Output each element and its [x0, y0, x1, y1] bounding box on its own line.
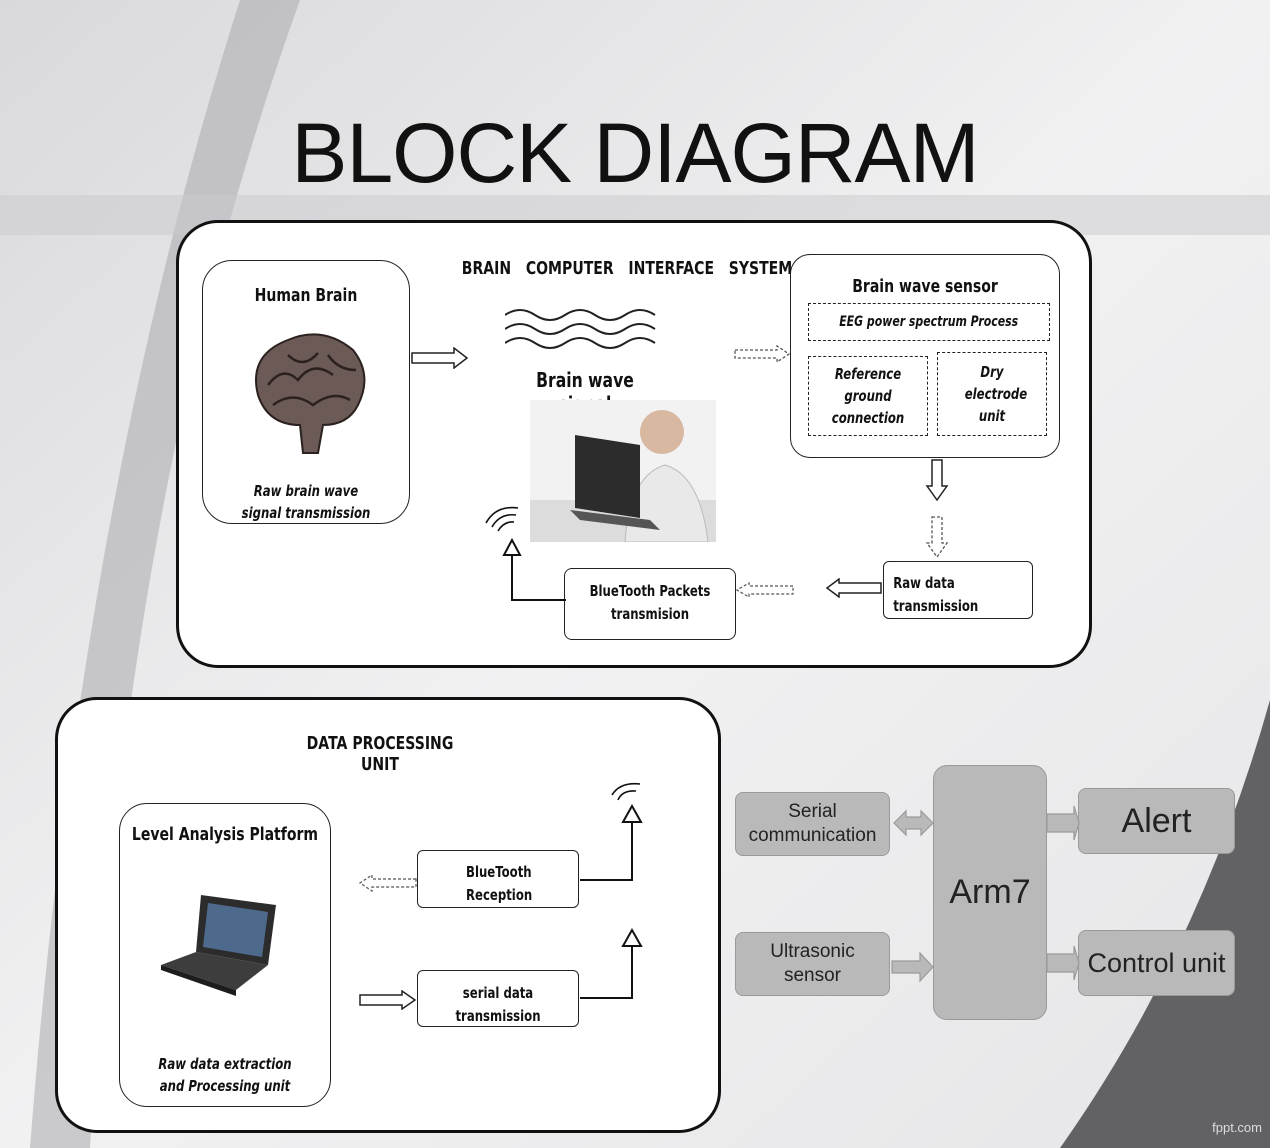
arrow-bt-to-platform: [358, 874, 417, 892]
watermark: fppt.com: [1212, 1120, 1262, 1135]
reference-ground-box: Reference ground connection: [808, 356, 928, 436]
alert-label: Alert: [1121, 801, 1192, 840]
arrow-raw-to-bt: [825, 578, 882, 598]
dpu-antenna-icon: [580, 782, 643, 999]
eeg-process-box: EEG power spectrum Process: [808, 303, 1050, 341]
wave-signal-icon: [505, 309, 656, 349]
brain-icon: [255, 333, 366, 454]
level-analysis-title: Level Analysis Platform: [131, 824, 319, 845]
serial-communication-label: Serial communication: [748, 801, 877, 846]
ultrasonic-sensor-label: Ultrasonic sensor: [770, 941, 855, 986]
arrow-sensor-down: [925, 459, 949, 502]
serial-communication-box: Serial communication: [735, 792, 890, 856]
arrow-down-dashed: [925, 516, 949, 559]
laptop-icon: [161, 895, 276, 996]
bluetooth-packets-box: [564, 568, 736, 640]
level-analysis-caption: Raw data extraction and Processing unit: [158, 1055, 292, 1095]
arrow-platform-to-serial: [359, 990, 417, 1010]
person-laptop-image: [530, 400, 716, 542]
page-title: BLOCK DIAGRAM: [291, 106, 979, 200]
bci-antenna-icon: [485, 506, 566, 601]
arm7-label: Arm7: [949, 873, 1031, 911]
bt-reception-box: [417, 850, 579, 908]
arrow-dashed-left: [735, 582, 794, 598]
eeg-process-label: EEG power spectrum Process: [839, 314, 1019, 330]
serial-data-label: serial data transmission: [455, 984, 541, 1025]
control-unit-label: Control unit: [1087, 947, 1226, 978]
raw-data-label: Raw data transmission: [893, 574, 979, 615]
arm7-box: Arm7: [933, 765, 1047, 1020]
human-brain-title: Human Brain: [254, 285, 358, 306]
human-brain-caption: Raw brain wave signal transmission: [241, 482, 371, 522]
sensor-title: Brain wave sensor: [852, 276, 998, 297]
raw-data-box: [883, 561, 1033, 619]
arrow-brain-to-signal: [411, 347, 469, 369]
bt-reception-label: BlueTooth Reception: [466, 863, 533, 904]
bci-heading: BRAIN COMPUTER INTERFACE SYSTEM: [461, 258, 793, 279]
reference-ground-label: Reference ground connection: [831, 365, 905, 427]
ultrasonic-sensor-box: Ultrasonic sensor: [735, 932, 890, 996]
bluetooth-packets-label: BlueTooth Packets transmision: [589, 582, 711, 623]
control-unit-box: Control unit: [1078, 930, 1235, 996]
arm7-connector-arrows: [891, 805, 1080, 983]
dry-electrode-box: Dry electrode unit: [937, 352, 1047, 436]
dry-electrode-label: Dry electrode unit: [964, 363, 1028, 425]
serial-data-box: [417, 970, 579, 1027]
arrow-signal-to-sensor: [734, 345, 791, 363]
dpu-heading: DATA PROCESSING UNIT: [306, 733, 454, 775]
alert-box: Alert: [1078, 788, 1235, 854]
